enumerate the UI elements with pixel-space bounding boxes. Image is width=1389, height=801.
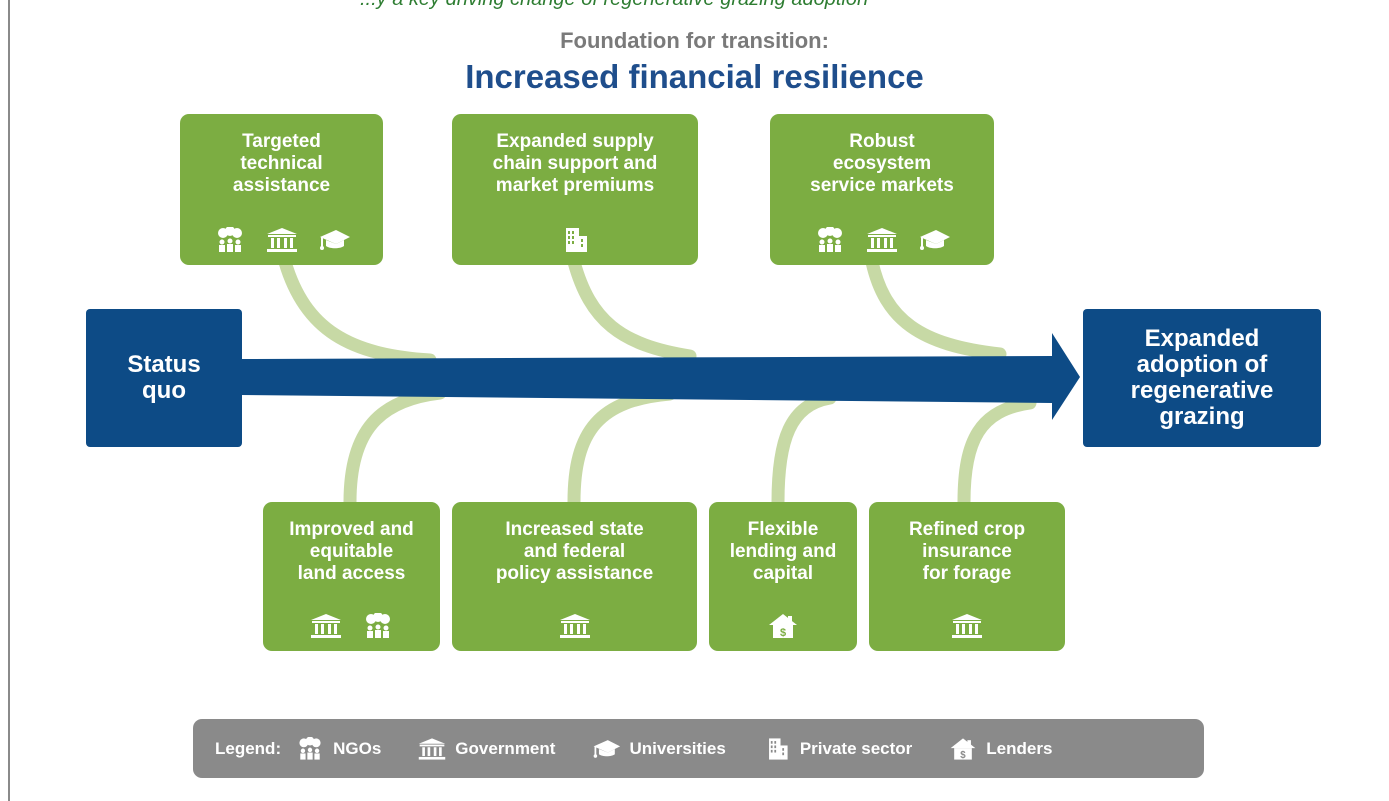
- connector-bottom-1: [343, 386, 447, 509]
- top-caption: ...y a key driving change of regenerativ…: [360, 0, 868, 11]
- box-label: Improved and equitable land access: [289, 519, 414, 584]
- box-improved-land-access: Improved and equitable land access: [263, 502, 440, 651]
- page-title: Increased financial resilience: [465, 58, 924, 95]
- box-label: Expanded supply chain support and market…: [492, 131, 658, 196]
- ngos-icon: [213, 227, 247, 253]
- box-robust-ecosystem: Robust ecosystem service markets: [770, 114, 994, 265]
- legend-item-universities: Universities: [591, 737, 726, 761]
- svg-text:$: $: [961, 749, 967, 760]
- expanded-adoption-box: Expanded adoption of regenerative grazin…: [1083, 309, 1321, 447]
- lenders-icon: $: [948, 737, 978, 761]
- legend-label: NGOs: [333, 738, 382, 758]
- government-icon: [265, 227, 299, 253]
- svg-text:$: $: [780, 627, 786, 639]
- legend-label: Lenders: [986, 738, 1053, 758]
- government-icon: [950, 613, 984, 639]
- universities-icon: [317, 227, 351, 253]
- legend-label: Universities: [629, 738, 726, 758]
- box-refined-crop-insurance: Refined crop insurance for forage: [869, 502, 1065, 651]
- connector-top-3: [865, 255, 1007, 361]
- ngos-icon: [361, 613, 395, 639]
- box-increased-policy-assistance: Increased state and federal policy assis…: [452, 502, 697, 651]
- connector-top-1: [278, 255, 437, 367]
- connector-bottom-3: [771, 391, 837, 509]
- box-label: Robust ecosystem service markets: [810, 131, 954, 196]
- box-flexible-lending: Flexible lending and capital $: [709, 502, 857, 651]
- status-quo-box: Status quo: [86, 309, 242, 447]
- universities-icon: [917, 227, 951, 253]
- left-border-line: [8, 0, 10, 801]
- ngos-icon: [813, 227, 847, 253]
- expanded-adoption-label: Expanded adoption of regenerative grazin…: [1130, 325, 1274, 430]
- connector-bottom-2: [567, 387, 677, 509]
- legend-label: Government: [455, 738, 556, 758]
- legend-label: Private sector: [799, 738, 913, 758]
- connector-bottom-4: [957, 396, 1037, 509]
- box-targeted-technical-assistance: Targeted technical assistance: [180, 114, 383, 265]
- government-icon: [865, 227, 899, 253]
- legend-title: Legend:: [215, 738, 282, 758]
- legend-item-government: Government: [417, 737, 555, 761]
- subtitle: Foundation for transition:: [560, 28, 829, 53]
- box-label: Targeted technical assistance: [232, 131, 331, 196]
- legend-item-private-sector: Private sector: [762, 737, 912, 761]
- progress-arrow: [240, 333, 1080, 420]
- box-label: Refined crop insurance for forage: [908, 519, 1026, 584]
- box-label: Flexible lending and capital: [729, 519, 837, 584]
- government-icon: [417, 737, 447, 761]
- box-label: Increased state and federal policy assis…: [495, 519, 654, 584]
- legend-item-ngos: NGOs: [295, 736, 382, 761]
- government-icon: [309, 613, 343, 639]
- ngos-icon: [295, 736, 325, 761]
- status-quo-label: Status quo: [127, 351, 201, 404]
- legend: Legend: NGOs Government Universities Pri…: [193, 719, 1204, 778]
- connector-top-2: [567, 255, 697, 363]
- private-sector-icon: [558, 227, 592, 253]
- box-expanded-supply-chain: Expanded supply chain support and market…: [452, 114, 698, 265]
- legend-item-lenders: $ Lenders: [948, 737, 1052, 761]
- lenders-icon: $: [766, 613, 800, 639]
- private-sector-icon: [762, 737, 792, 761]
- government-icon: [558, 613, 592, 639]
- universities-icon: [591, 737, 621, 761]
